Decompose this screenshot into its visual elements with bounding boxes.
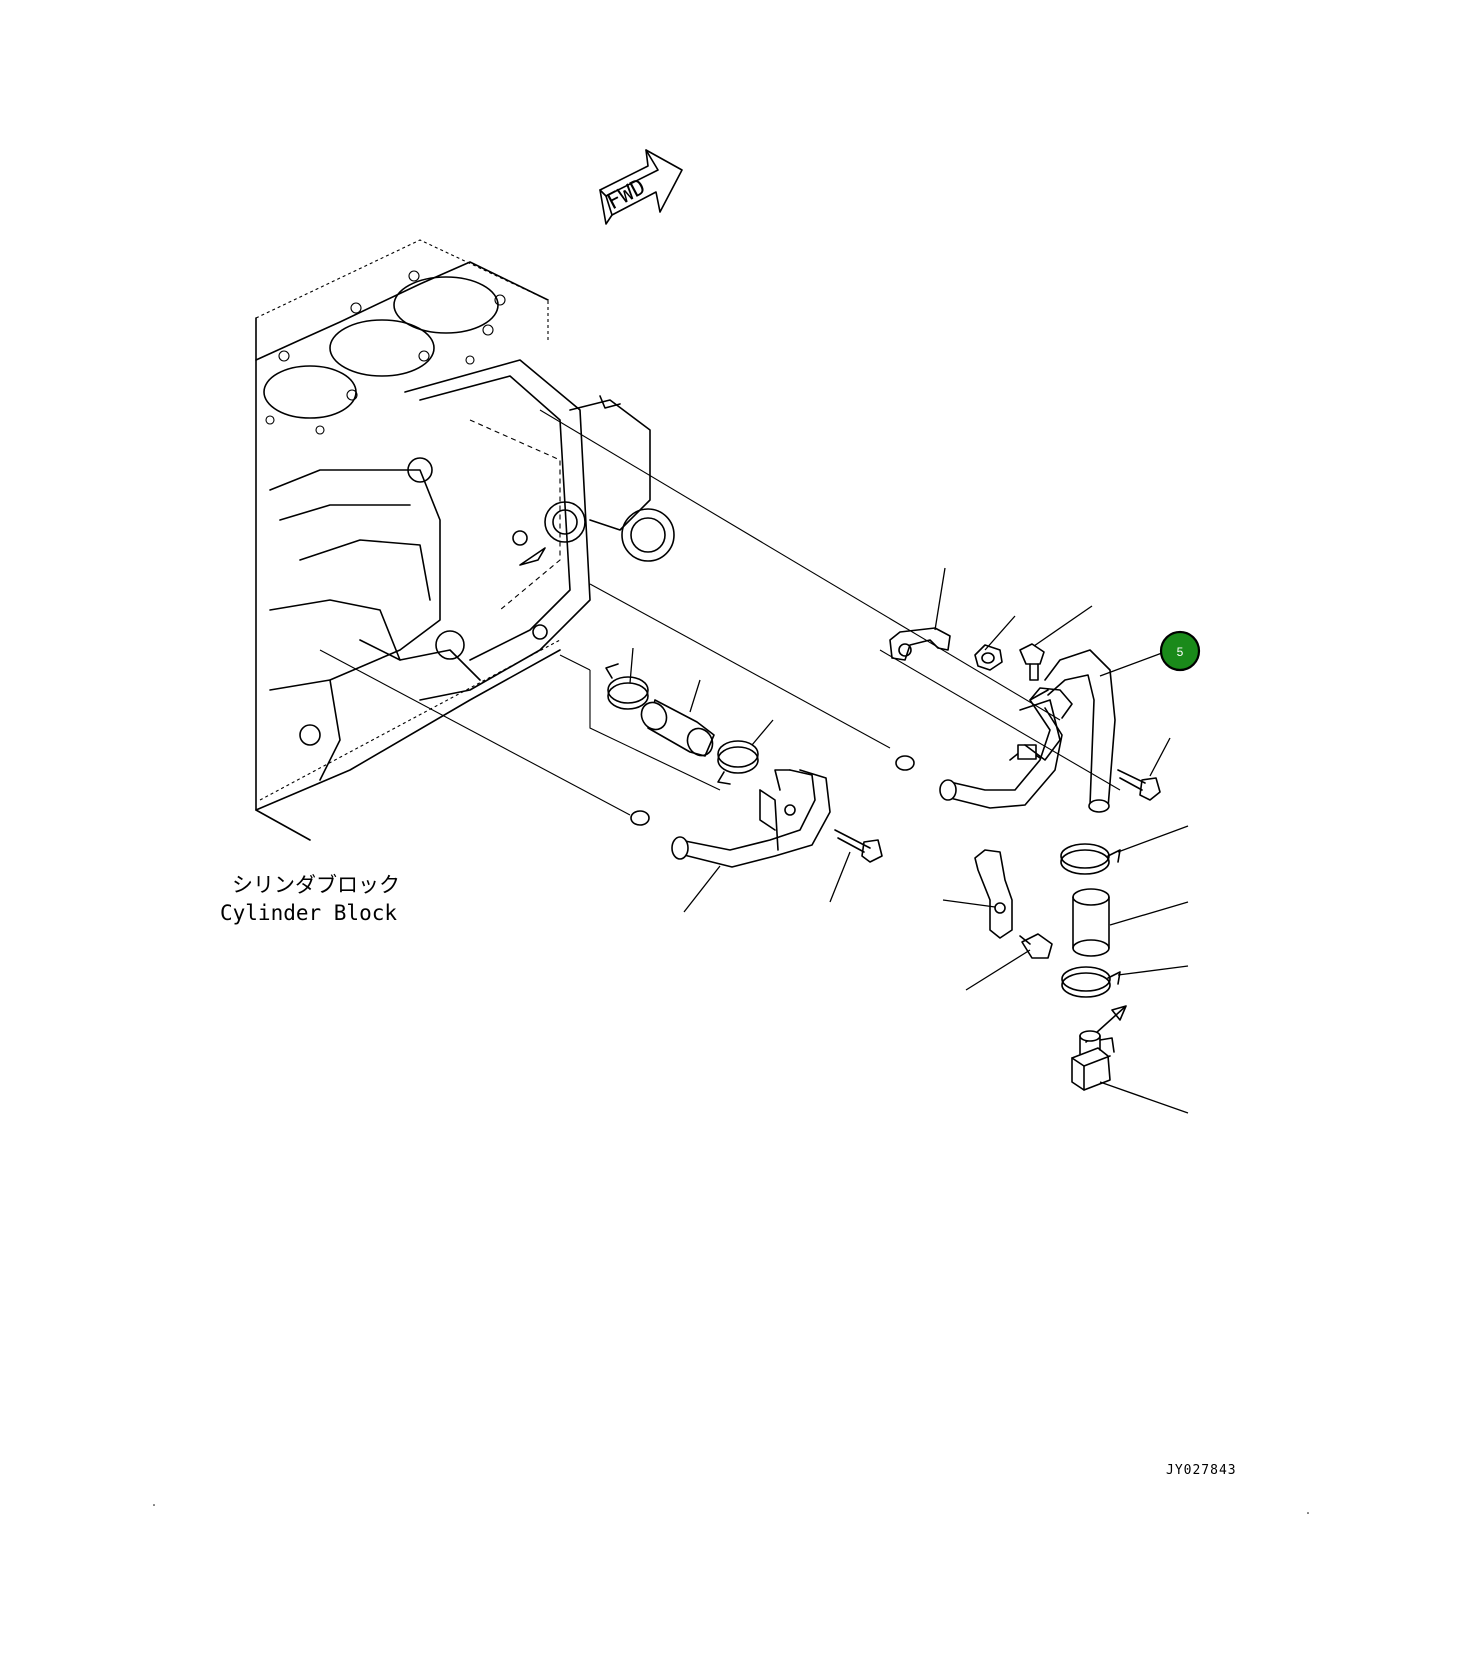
leader-lines	[629, 567, 1189, 1114]
bolt-3	[1117, 769, 1161, 801]
water-pipe-left	[671, 769, 831, 868]
water-pipe-bent	[1019, 649, 1116, 813]
callout-number: 5	[1177, 645, 1184, 659]
callout-badge[interactable]: 5	[1159, 630, 1201, 672]
hose-clamp-4	[1061, 966, 1121, 998]
bolt-1	[834, 829, 883, 863]
o-ring-1	[630, 810, 650, 826]
hose-clamp-2	[717, 740, 759, 785]
bracket-upper	[889, 627, 951, 661]
fwd-arrow-icon: FWD	[599, 149, 683, 225]
cylinder-block	[255, 239, 675, 841]
elbow-fitting	[1071, 1030, 1115, 1091]
bolt-4	[1019, 933, 1053, 959]
assembly-lines	[319, 409, 1121, 816]
nut-1	[974, 644, 1003, 671]
hose-clamp-1	[605, 663, 649, 710]
drawing-number: JY027843	[1166, 1463, 1237, 1478]
bracket-lower	[974, 849, 1013, 939]
block-label-ja: シリンダブロック	[232, 873, 400, 897]
corner-mark	[153, 1504, 155, 1506]
hose-clamp-3	[1060, 843, 1121, 875]
hose-short	[640, 699, 715, 757]
block-label-en: Cylinder Block	[220, 901, 397, 925]
water-pipe-center	[939, 687, 1073, 809]
o-ring-2	[895, 755, 915, 771]
corner-mark	[1307, 1512, 1309, 1514]
bolt-2	[1019, 643, 1045, 681]
hose-right	[1072, 888, 1110, 957]
